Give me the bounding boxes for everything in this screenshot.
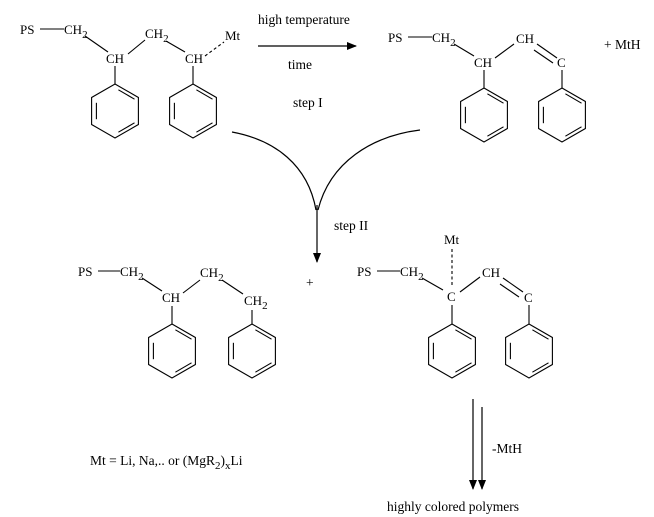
benzene-ring bbox=[428, 323, 476, 379]
ch2-label: CH2 bbox=[145, 26, 169, 45]
step-two-label: step II bbox=[334, 218, 369, 233]
ch-label: CH bbox=[474, 55, 492, 70]
molecule-living-chain-end: PS CH2 CH CH2 CH Mt bbox=[20, 22, 241, 139]
benzene-ring bbox=[169, 83, 217, 139]
ch2-label: CH2 bbox=[200, 265, 224, 284]
c-label: C bbox=[447, 289, 456, 304]
molecule-unsaturated-chain: PS CH2 CH CH C bbox=[388, 30, 586, 143]
ch-label: CH bbox=[516, 31, 534, 46]
elimination-label: -MtH bbox=[492, 441, 522, 456]
benzene-ring bbox=[148, 323, 196, 379]
result-label: highly colored polymers bbox=[387, 499, 519, 514]
molecule-saturated-chain: PS CH2 CH CH2 CH2 bbox=[78, 264, 276, 379]
mt-label: Mt bbox=[444, 232, 460, 247]
molecule-metalated-allylic-chain: Mt PS CH2 C CH C bbox=[357, 232, 553, 379]
c-label: C bbox=[524, 290, 533, 305]
ch2-label: CH2 bbox=[64, 22, 88, 41]
elimination-arrow: -MtH bbox=[469, 399, 522, 490]
ch2-label: CH2 bbox=[432, 30, 456, 49]
plus-mth-label: + MtH bbox=[604, 37, 641, 52]
benzene-ring bbox=[460, 87, 508, 143]
plus-label: + bbox=[306, 275, 314, 290]
ch2-label: CH2 bbox=[120, 264, 144, 283]
step-one-label: step I bbox=[293, 95, 323, 110]
ch-label: CH bbox=[482, 265, 500, 280]
benzene-ring bbox=[538, 87, 586, 143]
ps-label: PS bbox=[357, 264, 371, 279]
ps-label: PS bbox=[78, 264, 92, 279]
metal-legend: Mt = Li, Na,.. or (MgR2)xLi bbox=[90, 453, 243, 472]
ch-label: CH bbox=[162, 290, 180, 305]
c-label: C bbox=[557, 55, 566, 70]
benzene-ring bbox=[505, 323, 553, 379]
ch-label: CH bbox=[185, 51, 203, 66]
arrow-label-time: time bbox=[288, 57, 312, 72]
step-one-arrow: high temperature time step I bbox=[258, 12, 357, 110]
benzene-ring bbox=[228, 323, 276, 379]
mt-label: Mt bbox=[225, 28, 241, 43]
ps-label: PS bbox=[20, 22, 34, 37]
ch2-label: CH2 bbox=[400, 264, 424, 283]
ch-label: CH bbox=[106, 51, 124, 66]
benzene-ring bbox=[91, 83, 139, 139]
arrow-label-high-temperature: high temperature bbox=[258, 12, 350, 27]
ch2-label: CH2 bbox=[244, 293, 268, 312]
step-two-arrows: step II bbox=[231, 129, 421, 263]
ps-label: PS bbox=[388, 30, 402, 45]
